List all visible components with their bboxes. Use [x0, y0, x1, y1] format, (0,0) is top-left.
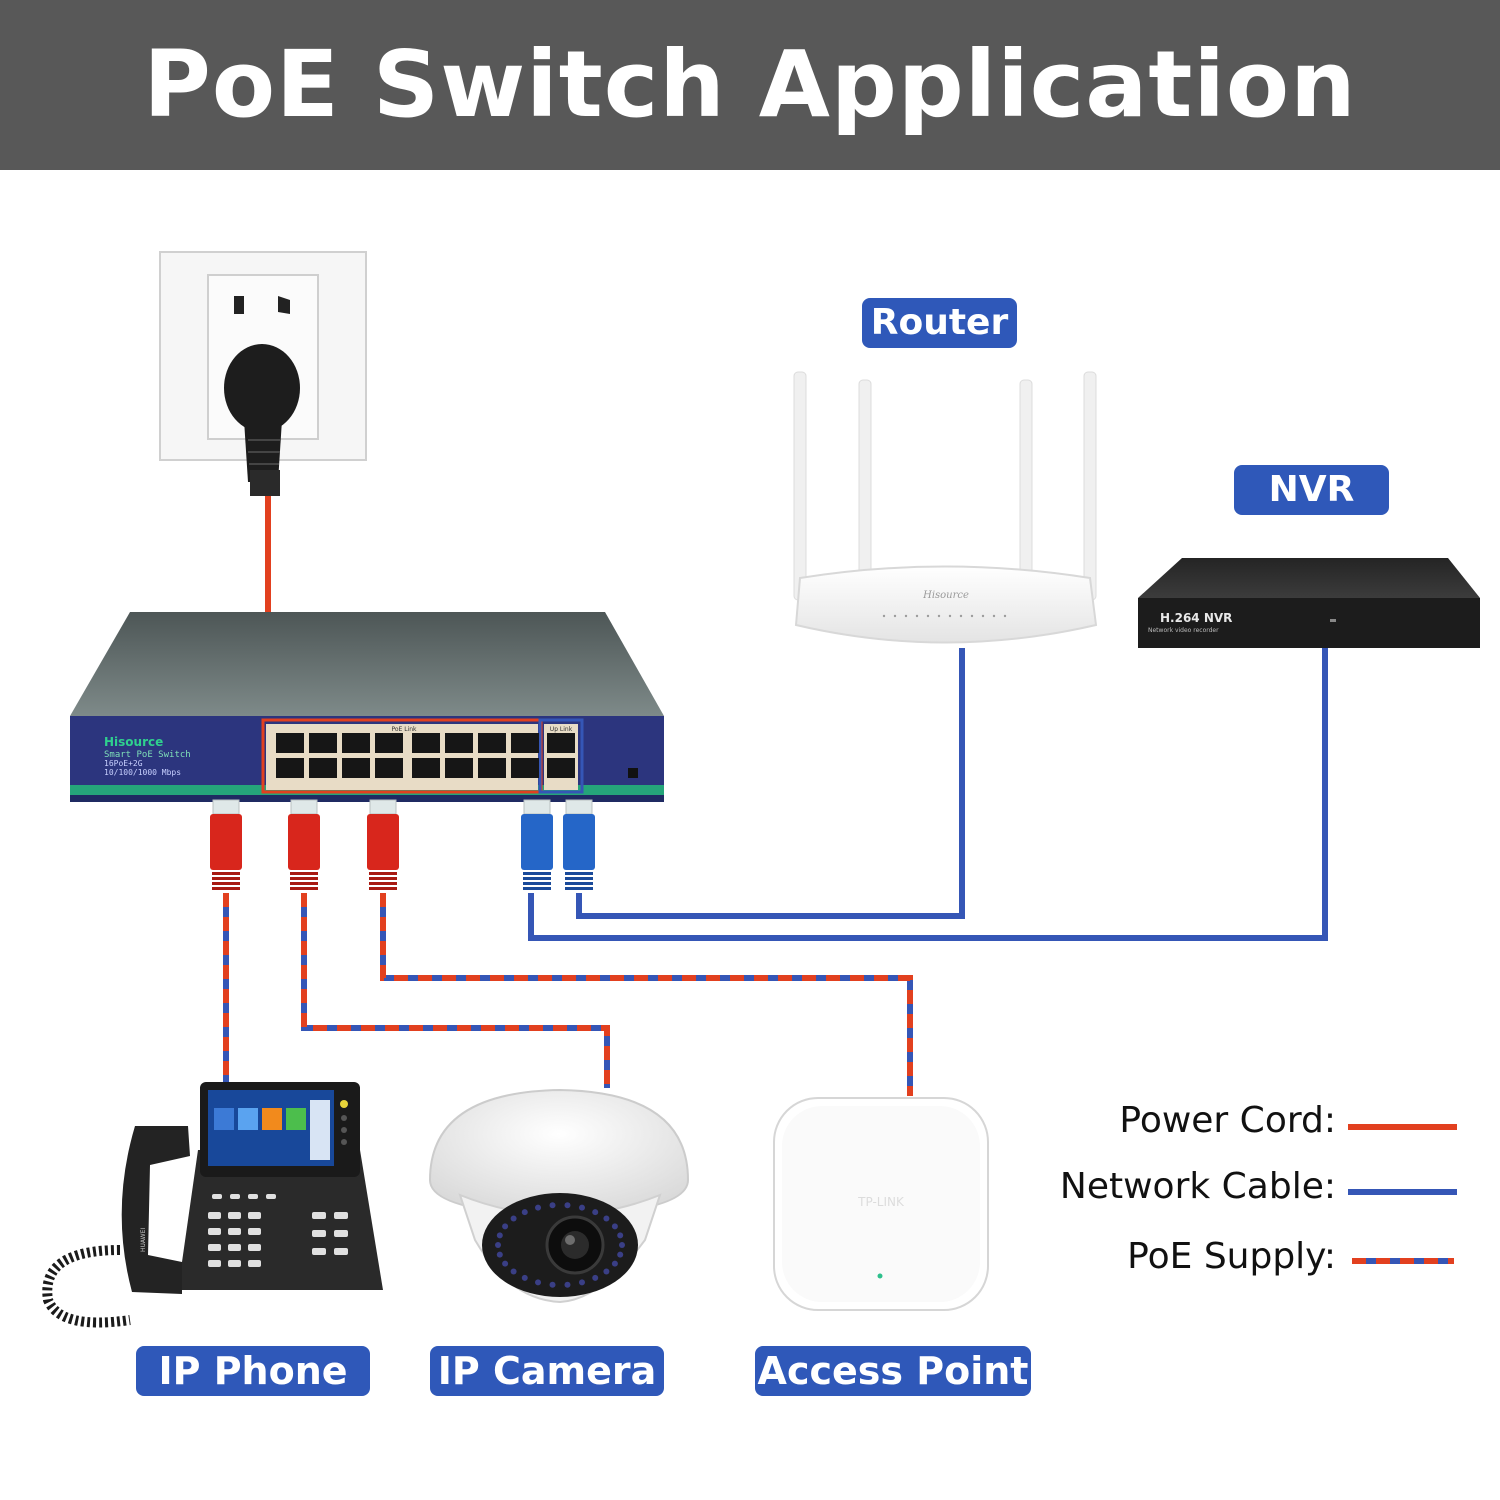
- phone-brand: HUAWEI: [140, 1228, 147, 1252]
- network-cable-router: [576, 648, 965, 919]
- rj45-port: [309, 733, 337, 753]
- router: Hisource: [793, 371, 1098, 644]
- rj45-port: [445, 758, 473, 778]
- ip-phone: HUAWEI: [42, 1082, 383, 1328]
- router-brand: Hisource: [922, 590, 969, 601]
- rj45-port: [511, 733, 539, 753]
- network-cable-nvr: [528, 648, 1328, 941]
- switch-ports-grid: [276, 733, 575, 778]
- rj45-port: [342, 733, 370, 753]
- rj45-port: [478, 733, 506, 753]
- access-point-label: Access Point: [755, 1346, 1031, 1396]
- rj45-connector: [288, 799, 320, 890]
- router-label: Router: [862, 298, 1017, 348]
- rj45-port: [375, 758, 403, 778]
- switch-ports: 16PoE+2G: [104, 759, 143, 768]
- switch-model: Smart PoE Switch: [104, 750, 191, 760]
- rj45-port: [276, 733, 304, 753]
- ip-phone-label: IP Phone: [136, 1346, 370, 1396]
- power-plug: [224, 344, 300, 496]
- switch-brand: Hisource: [104, 735, 163, 749]
- nvr-label: NVR: [1234, 465, 1389, 515]
- nvr-subtitle: Network video recorder: [1148, 627, 1219, 634]
- uplink-port: [547, 733, 575, 753]
- uplink-group-label: Up Link: [550, 726, 573, 733]
- switch-speed: 10/100/1000 Mbps: [104, 768, 181, 777]
- poe-cable-access-point: [380, 893, 913, 1096]
- rj45-connector: [563, 799, 595, 890]
- nvr-model: H.264 NVR: [1160, 611, 1232, 625]
- rj45-port: [309, 758, 337, 778]
- rj45-port: [342, 758, 370, 778]
- poe-group-label: PoE Link: [391, 726, 417, 733]
- ap-brand: TP-LINK: [857, 1195, 905, 1209]
- rj45-port: [478, 758, 506, 778]
- rj45-port: [412, 733, 440, 753]
- rj45-port: [511, 758, 539, 778]
- legend-power-cord: Power Cord:: [1119, 1100, 1336, 1141]
- rj45-port: [375, 733, 403, 753]
- rj45-connectors: [210, 799, 595, 890]
- ip-camera: [428, 1088, 690, 1304]
- rj45-connector: [521, 799, 553, 890]
- rj45-connector: [210, 799, 242, 890]
- rj45-port: [276, 758, 304, 778]
- ip-camera-label: IP Camera: [430, 1346, 664, 1396]
- poe-switch: Hisource Smart PoE Switch 16PoE+2G 10/10…: [70, 612, 664, 802]
- rj45-port: [412, 758, 440, 778]
- access-point: TP-LINK: [773, 1097, 989, 1311]
- page-title: PoE Switch Application Diagram: [143, 31, 1357, 308]
- rj45-connector: [367, 799, 399, 890]
- poe-cable-camera: [301, 893, 610, 1088]
- uplink-port: [547, 758, 575, 778]
- rj45-port: [445, 733, 473, 753]
- legend-poe-supply: PoE Supply:: [1127, 1236, 1336, 1277]
- header-bar: [0, 0, 1500, 170]
- legend-network-cable: Network Cable:: [1059, 1166, 1336, 1207]
- nvr: H.264 NVR Network video recorder: [1138, 558, 1480, 648]
